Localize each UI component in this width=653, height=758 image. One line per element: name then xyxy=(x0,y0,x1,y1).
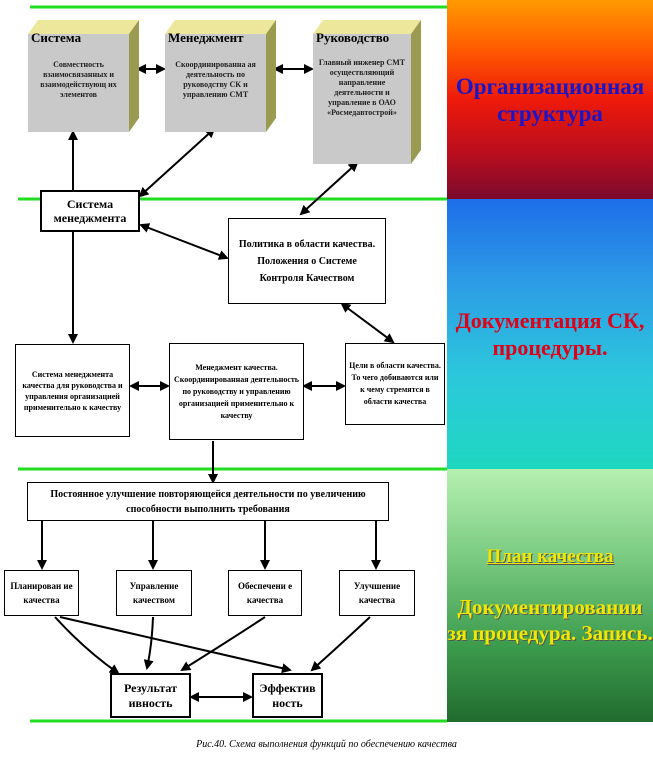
efficiency-box: Эффектив ность xyxy=(252,673,323,718)
cube-front: Система Совместность взаимосвязанных и в… xyxy=(28,30,129,132)
quality-plan-label: План качества xyxy=(486,545,614,567)
qms-desc-label: Система менеджмента качества для руковод… xyxy=(22,369,123,412)
cube-side xyxy=(266,20,276,132)
arrow-improve-efficiency xyxy=(310,616,371,672)
control-box: Управление качеством xyxy=(116,570,192,616)
improve-quality-label: Улучшение качества xyxy=(353,581,401,605)
leadership-text: Главный инженер СМТ осуществляющий напра… xyxy=(318,58,406,117)
system-text: Совместность взаимосвязанных и взаимодей… xyxy=(40,60,117,99)
cube-top xyxy=(165,20,276,34)
org-structure-band: Организационная структура xyxy=(447,0,653,199)
figure-caption: Рис.40. Схема выполнения функций по обес… xyxy=(196,739,457,750)
arrow-planning-result xyxy=(54,616,120,675)
cube-front: Руководство Главный инженер СМТ осуществ… xyxy=(313,30,411,164)
arrow-assurance-result xyxy=(180,616,266,672)
planning-box: Планирован ие качества xyxy=(4,570,79,616)
system-cube: Система Совместность взаимосвязанных и в… xyxy=(28,20,139,132)
documentation-band: Документация СК, процедуры. xyxy=(447,199,653,469)
arrow-policy-leadership xyxy=(299,161,359,216)
system-title: Система xyxy=(31,30,82,45)
leadership-title: Руководство xyxy=(316,30,390,45)
efficiency-label: Эффектив ность xyxy=(259,680,316,710)
assurance-label: Обеспечени е качества xyxy=(237,581,293,605)
org-structure-label: Организационная структура xyxy=(455,73,645,126)
qms-box: Система менеджмента xyxy=(40,190,140,232)
policy-box: Политика в области качества. Положения о… xyxy=(228,218,386,304)
policy-label: Политика в области качества. Положения о… xyxy=(238,238,376,284)
arrow-planning-efficiency xyxy=(59,616,292,674)
cube-front: Менеджмент Скоординированна ая деятельно… xyxy=(165,30,266,132)
cube-top xyxy=(313,20,421,34)
improvement-box: Постоянное улучшение повторяющейся деяте… xyxy=(27,482,389,521)
leadership-cube: Руководство Главный инженер СМТ осуществ… xyxy=(313,20,421,164)
result-label: Результат ивность xyxy=(123,680,177,710)
qms-desc-box: Система менеджмента качества для руковод… xyxy=(15,344,130,437)
documentation-label: Документация СК, процедуры. xyxy=(455,308,645,360)
arrow-qms-policy xyxy=(139,223,229,260)
management-title: Менеджмент xyxy=(168,30,244,45)
arrow-qms-management xyxy=(138,127,216,198)
arrow-control-result xyxy=(143,616,154,670)
goals-box: Цели в области качества. То чего добиваю… xyxy=(345,343,445,425)
cube-side xyxy=(411,20,421,164)
planning-label: Планирован ие качества xyxy=(10,581,73,605)
arrow-policy-goals xyxy=(340,302,395,344)
cube-top xyxy=(28,20,139,34)
management-cube: Менеджмент Скоординированна ая деятельно… xyxy=(165,20,276,132)
qm-desc-label: Менеджмент качества. Скоординированная д… xyxy=(173,362,300,420)
cube-side xyxy=(129,20,139,132)
management-text: Скоординированна ая деятельность по руко… xyxy=(175,60,256,99)
goals-label: Цели в области качества. То чего добиваю… xyxy=(349,361,441,406)
qm-desc-box: Менеджмент качества. Скоординированная д… xyxy=(169,343,304,440)
dividers xyxy=(18,5,447,723)
result-box: Результат ивность xyxy=(110,673,191,718)
qms-label: Система менеджмента xyxy=(53,197,127,225)
improve-quality-box: Улучшение качества xyxy=(339,570,415,616)
improvement-label: Постоянное улучшение повторяющейся деяте… xyxy=(50,488,366,515)
quality-plan-band: План качества Документировании зя процед… xyxy=(447,469,653,722)
documented-procedure-label: Документировании зя процедура. Запись. xyxy=(447,594,653,645)
control-label: Управление качеством xyxy=(129,581,179,605)
assurance-box: Обеспечени е качества xyxy=(228,570,302,616)
